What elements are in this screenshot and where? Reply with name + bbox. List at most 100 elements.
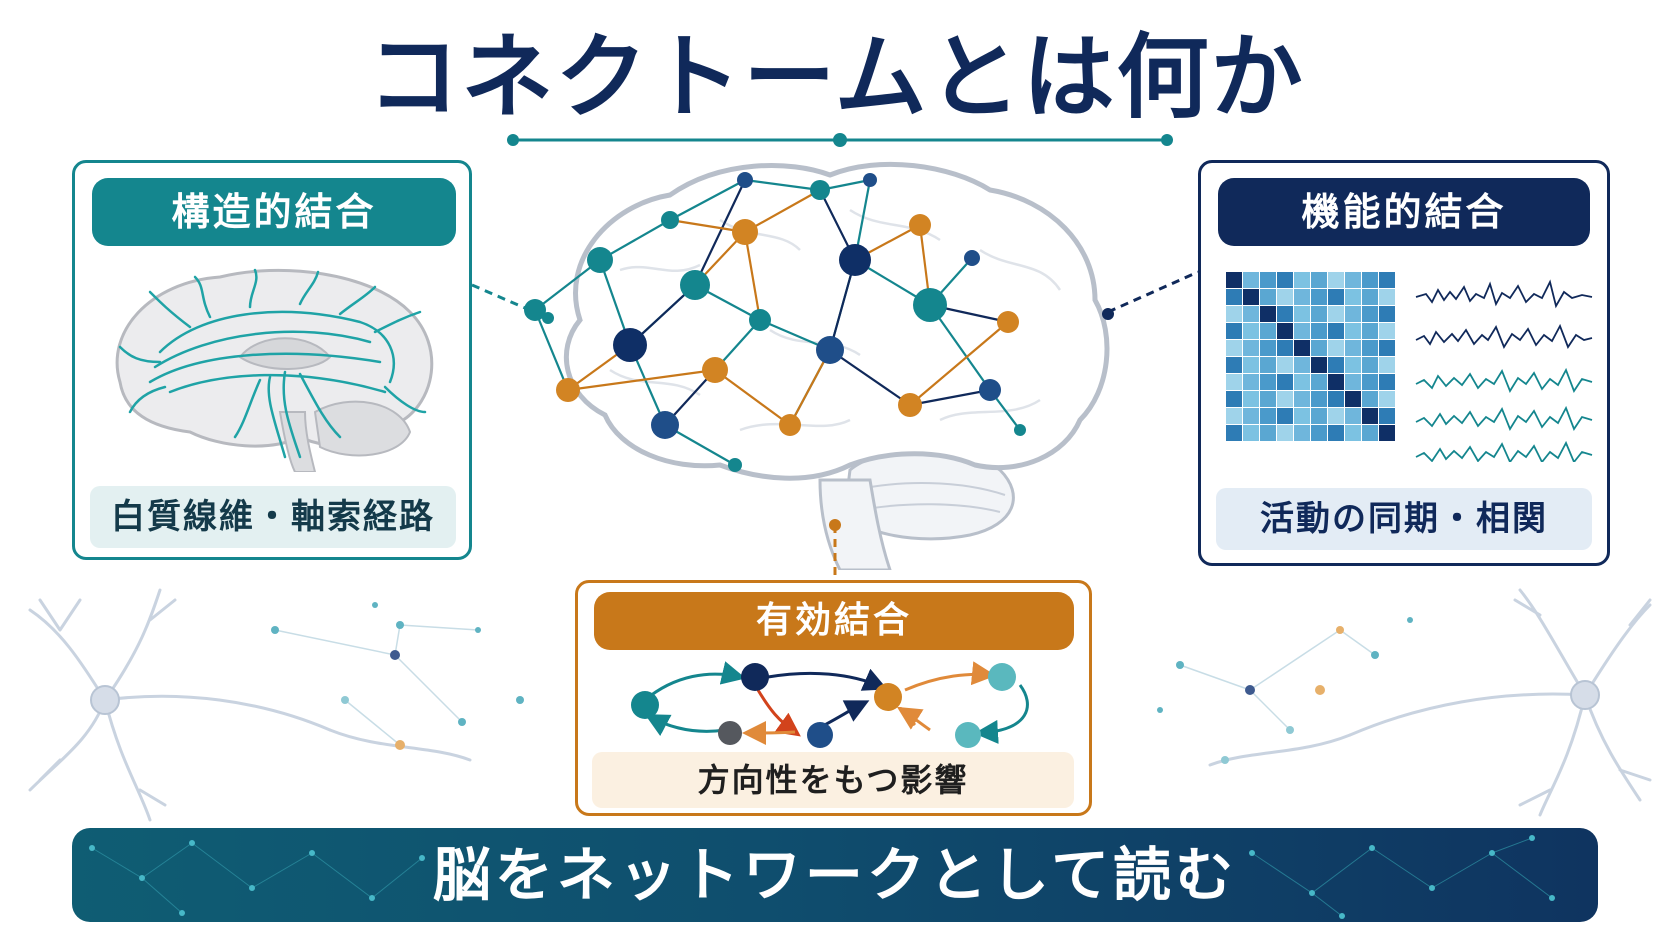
matrix-cell (1345, 425, 1361, 441)
matrix-cell (1379, 323, 1395, 339)
matrix-cell (1362, 272, 1378, 288)
matrix-cell (1243, 425, 1259, 441)
matrix-cell (1362, 408, 1378, 424)
banner-network-pattern (89, 835, 1555, 919)
brain-network-diagram (524, 161, 1110, 570)
effective-caption: 方向性をもつ影響 (592, 752, 1074, 808)
matrix-cell (1379, 340, 1395, 356)
matrix-cell (1226, 306, 1242, 322)
matrix-cell (1345, 289, 1361, 305)
matrix-cell (1311, 340, 1327, 356)
matrix-cell (1379, 425, 1395, 441)
matrix-cell (1379, 374, 1395, 390)
matrix-cell (1379, 391, 1395, 407)
matrix-cell (1328, 306, 1344, 322)
matrix-cell (1328, 323, 1344, 339)
matrix-cell (1226, 391, 1242, 407)
matrix-cell (1345, 306, 1361, 322)
matrix-cell (1243, 306, 1259, 322)
structural-label: 構造的結合 (92, 178, 456, 246)
matrix-cell (1311, 391, 1327, 407)
matrix-cell (1294, 340, 1310, 356)
matrix-cell (1277, 391, 1293, 407)
matrix-cell (1362, 306, 1378, 322)
matrix-cell (1294, 374, 1310, 390)
matrix-cell (1345, 357, 1361, 373)
matrix-cell (1328, 425, 1344, 441)
matrix-cell (1226, 357, 1242, 373)
page-title: コネクトームとは何か (367, 24, 1305, 131)
matrix-cell (1226, 425, 1242, 441)
matrix-cell (1311, 272, 1327, 288)
matrix-cell (1362, 340, 1378, 356)
banner-text: 脳をネットワークとして読む (432, 841, 1238, 909)
matrix-cell (1277, 289, 1293, 305)
matrix-cell (1260, 374, 1276, 390)
matrix-cell (1277, 357, 1293, 373)
matrix-cell (1311, 323, 1327, 339)
matrix-cell (1294, 306, 1310, 322)
matrix-cell (1328, 272, 1344, 288)
functional-caption: 活動の同期・相関 (1216, 488, 1592, 550)
correlation-matrix-and-signals (1226, 272, 1593, 462)
matrix-cell (1362, 323, 1378, 339)
matrix-cell (1277, 340, 1293, 356)
brain-outline (563, 161, 1110, 481)
matrix-cell (1260, 340, 1276, 356)
matrix-cell (1328, 374, 1344, 390)
matrix-cell (1260, 323, 1276, 339)
matrix-cell (1328, 289, 1344, 305)
matrix-cell (1379, 306, 1395, 322)
matrix-cell (1243, 323, 1259, 339)
functional-label: 機能的結合 (1218, 178, 1590, 246)
matrix-cell (1277, 306, 1293, 322)
matrix-cell (1328, 408, 1344, 424)
matrix-cell (1311, 289, 1327, 305)
matrix-cell (1277, 425, 1293, 441)
matrix-cell (1277, 374, 1293, 390)
matrix-cell (1328, 340, 1344, 356)
matrix-cell (1294, 357, 1310, 373)
matrix-cell (1345, 272, 1361, 288)
directed-graph-illustration (631, 661, 1029, 748)
matrix-cell (1362, 289, 1378, 305)
matrix-cell (1379, 289, 1395, 305)
matrix-cell (1277, 272, 1293, 288)
matrix-cell (1345, 408, 1361, 424)
matrix-cell (1328, 357, 1344, 373)
matrix-cell (1311, 357, 1327, 373)
bottom-banner: 脳をネットワークとして読む (72, 828, 1598, 922)
matrix-cell (1294, 272, 1310, 288)
matrix-cell (1243, 272, 1259, 288)
matrix-cell (1243, 391, 1259, 407)
structural-caption: 白質線維・軸索経路 (90, 486, 456, 548)
matrix-cell (1311, 425, 1327, 441)
matrix-cell (1362, 425, 1378, 441)
matrix-cell (1226, 374, 1242, 390)
matrix-cell (1260, 289, 1276, 305)
matrix-cell (1294, 323, 1310, 339)
matrix-cell (1243, 374, 1259, 390)
matrix-cell (1243, 340, 1259, 356)
matrix-cell (1362, 357, 1378, 373)
effective-label: 有効結合 (594, 592, 1074, 650)
matrix-cell (1260, 272, 1276, 288)
matrix-cell (1226, 272, 1242, 288)
matrix-cell (1362, 374, 1378, 390)
matrix-cell (1345, 391, 1361, 407)
matrix-cell (1226, 323, 1242, 339)
matrix-cell (1379, 272, 1395, 288)
matrix-cell (1243, 408, 1259, 424)
matrix-cell (1260, 408, 1276, 424)
matrix-cell (1328, 391, 1344, 407)
matrix-cell (1311, 408, 1327, 424)
matrix-cell (1294, 289, 1310, 305)
matrix-cell (1345, 340, 1361, 356)
matrix-cell (1226, 289, 1242, 305)
matrix-cell (1379, 357, 1395, 373)
matrix-cell (1260, 357, 1276, 373)
matrix-cell (1379, 408, 1395, 424)
matrix-cell (1260, 425, 1276, 441)
